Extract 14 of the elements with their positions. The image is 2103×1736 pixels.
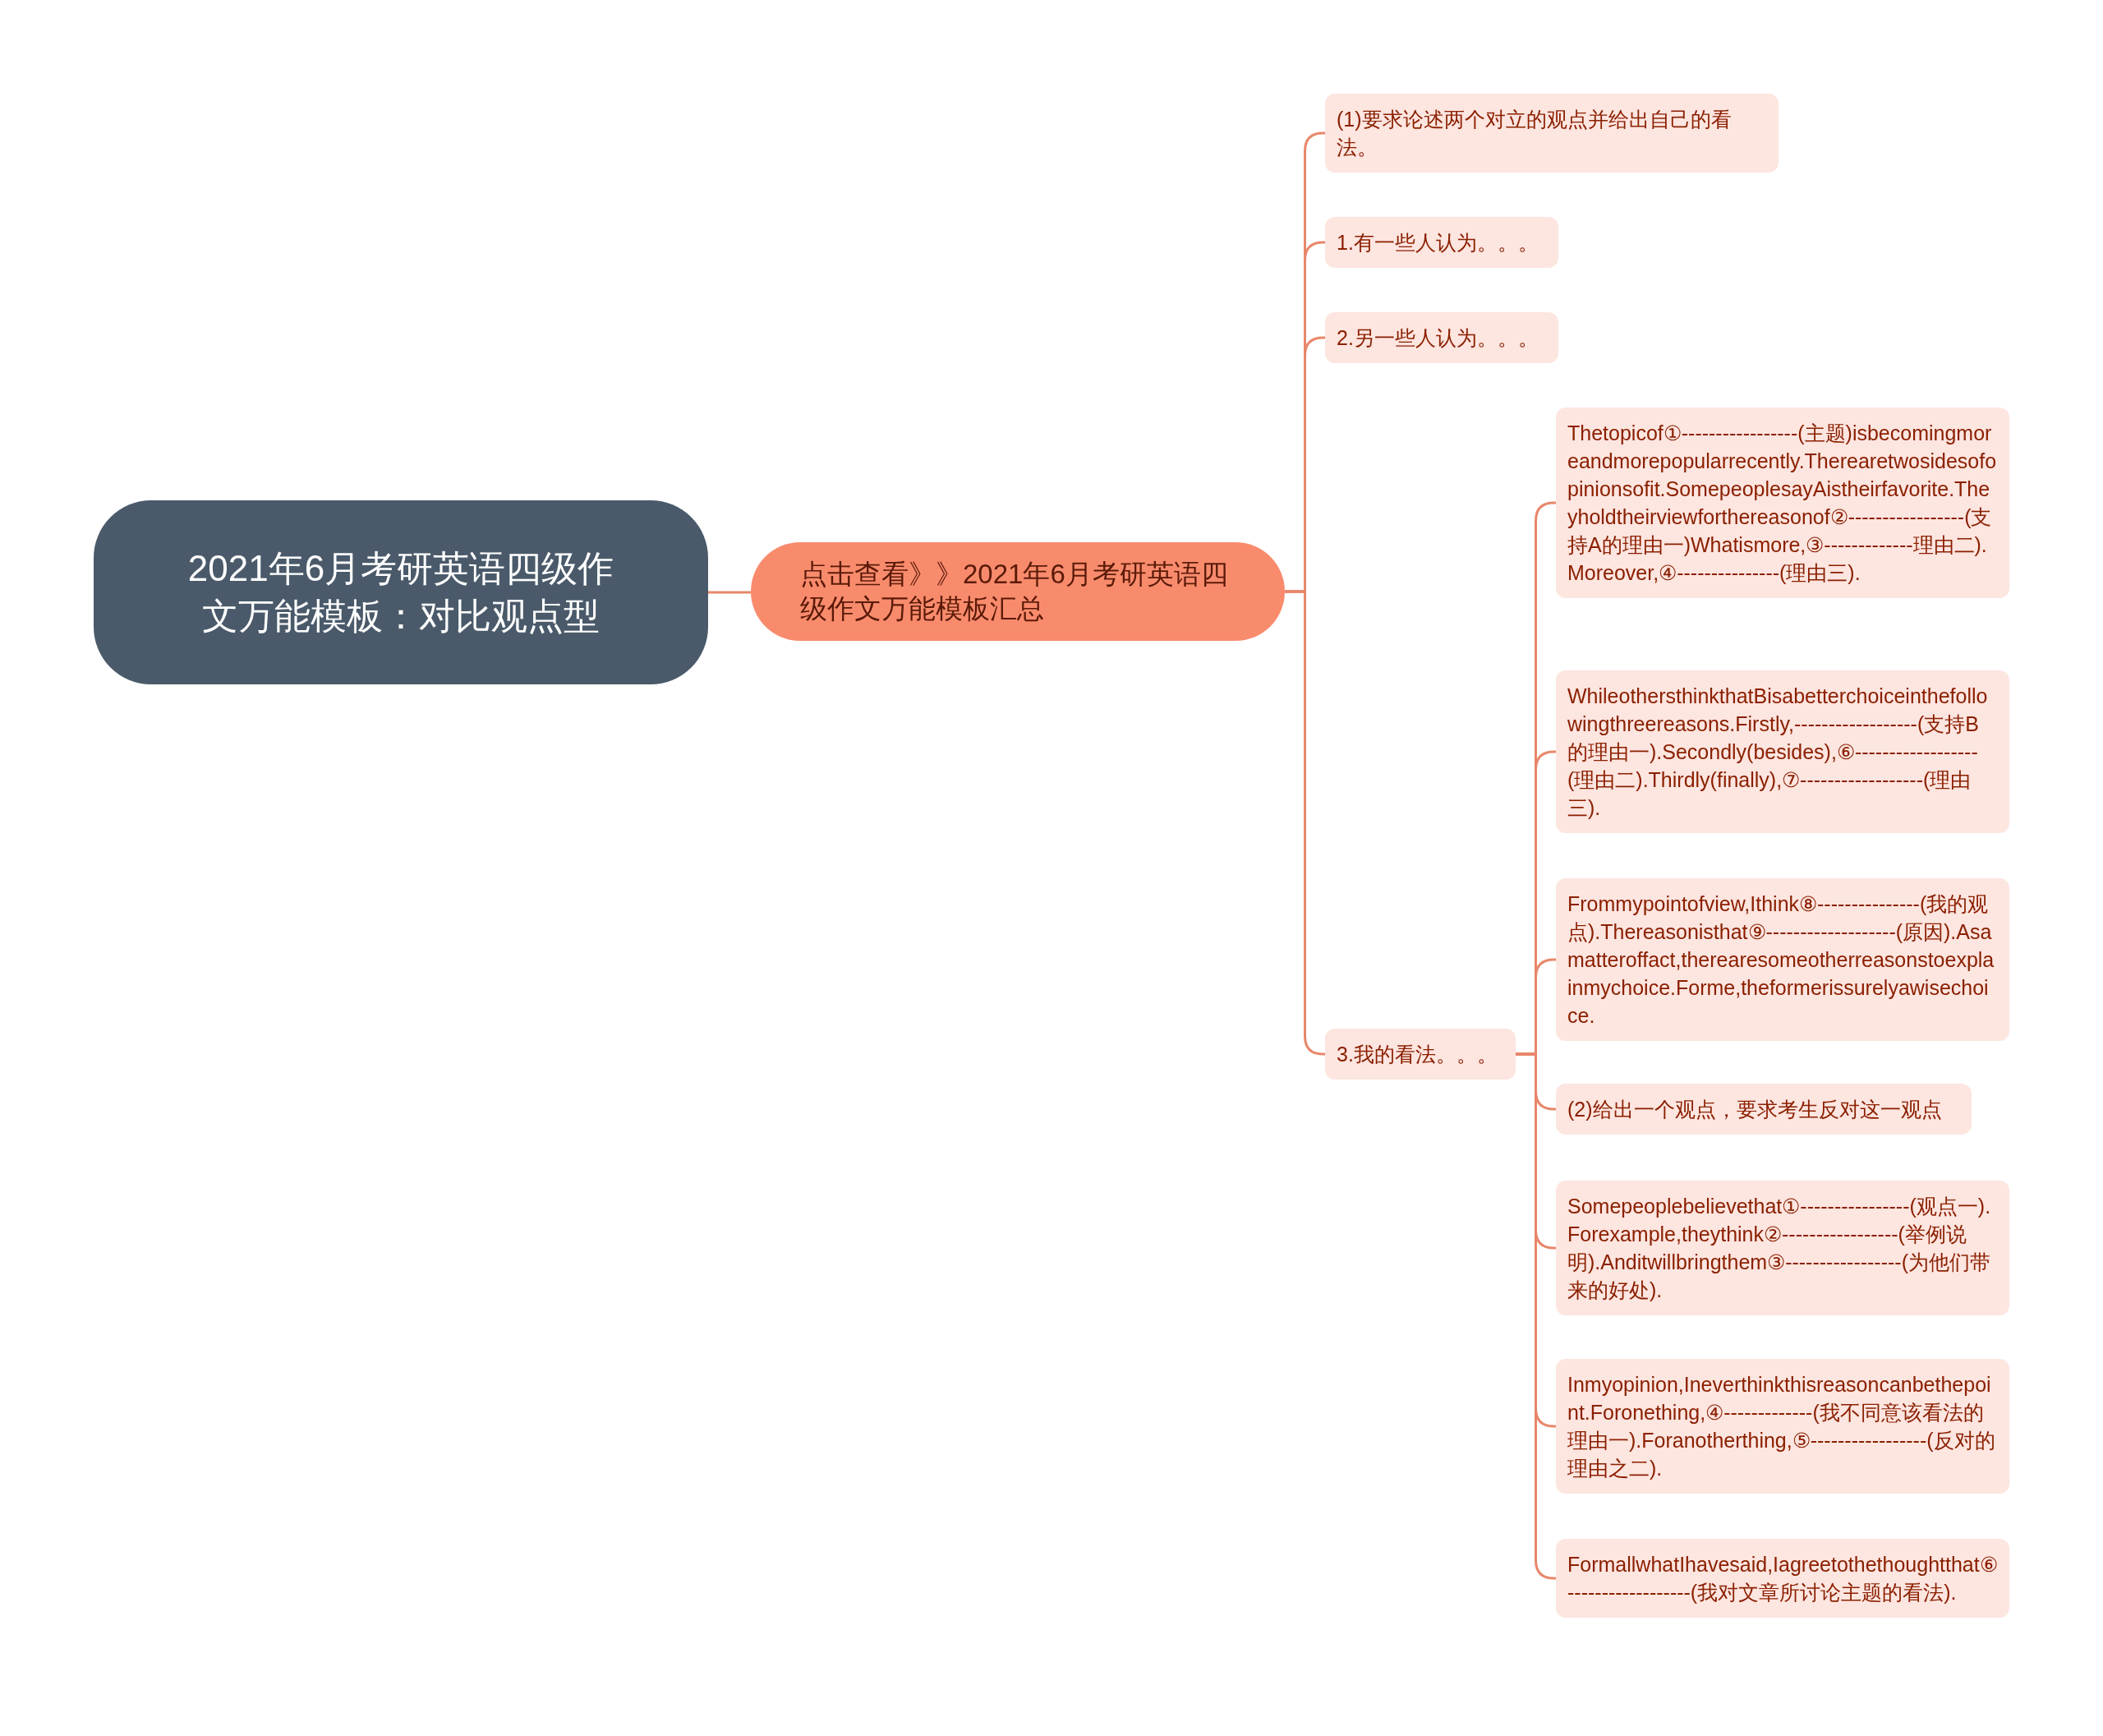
subtopic-box: WhileothersthinkthatBisabetterchoiceinthefollowingthreereasons.Firstly,------------------(支持B的理由一).Secondly(besides),⑥------------------(理由二).Thirdly(finally),⑦------------------(理由三). xyxy=(1556,670,2009,833)
subtopic-box: (1)要求论述两个对立的观点并给出自己的看法。 xyxy=(1325,94,1779,173)
subtopic-box: FormallwhatIhavesaid,Iagreetothethoughtthat⑥------------------(我对文章所讨论主题的看法). xyxy=(1556,1539,2009,1618)
subtopic-box: (2)给出一个观点，要求考生反对这一观点 xyxy=(1556,1084,1972,1135)
connector-line xyxy=(708,591,751,594)
subtopic-box: 2.另一些人认为。。。 xyxy=(1325,312,1558,363)
subtopic-box: Thetopicof①-----------------(主题)isbecomingmoreandmorepopularrecently.Therearetwosidesofopinionsofit.SomepeoplesayAistheirfavorite.Theyholdtheirviewforthereasonof②-----------------(支持A的理由一)Whatismore,③-------------理由二).Moreover,④---------------(理由三). xyxy=(1556,408,2009,598)
subtopic-box: 1.有一些人认为。。。 xyxy=(1325,217,1558,268)
subtopic-box: Inmyopinion,Ineverthinkthisreasoncanbethepoint.Foronething,④-------------(我不同意该看法的理由一).Foranotherthing,⑤-----------------(反对的理由之二). xyxy=(1556,1359,2009,1494)
subtopic-box: Somepeoplebelievethat①----------------(观点一).Forexample,theythink②-----------------(举例说明).Anditwillbringthem③-----------------(为他们带来的好处). xyxy=(1556,1181,2009,1315)
topic-box: 点击查看》》2021年6月考研英语四级作文万能模板汇总 xyxy=(751,542,1285,641)
root-topic-box: 2021年6月考研英语四级作文万能模板：对比观点型 xyxy=(94,500,708,684)
subtopic-box: Frommypointofview,Ithink⑧---------------(我的观点).Thereasonisthat⑨-------------------(原因).Asamatteroffact,therearesomeotherreasonstoexplainmychoice.Forme,theformerissurelyawisechoice. xyxy=(1556,878,2009,1041)
subtopic-box: 3.我的看法。。。 xyxy=(1325,1029,1516,1080)
